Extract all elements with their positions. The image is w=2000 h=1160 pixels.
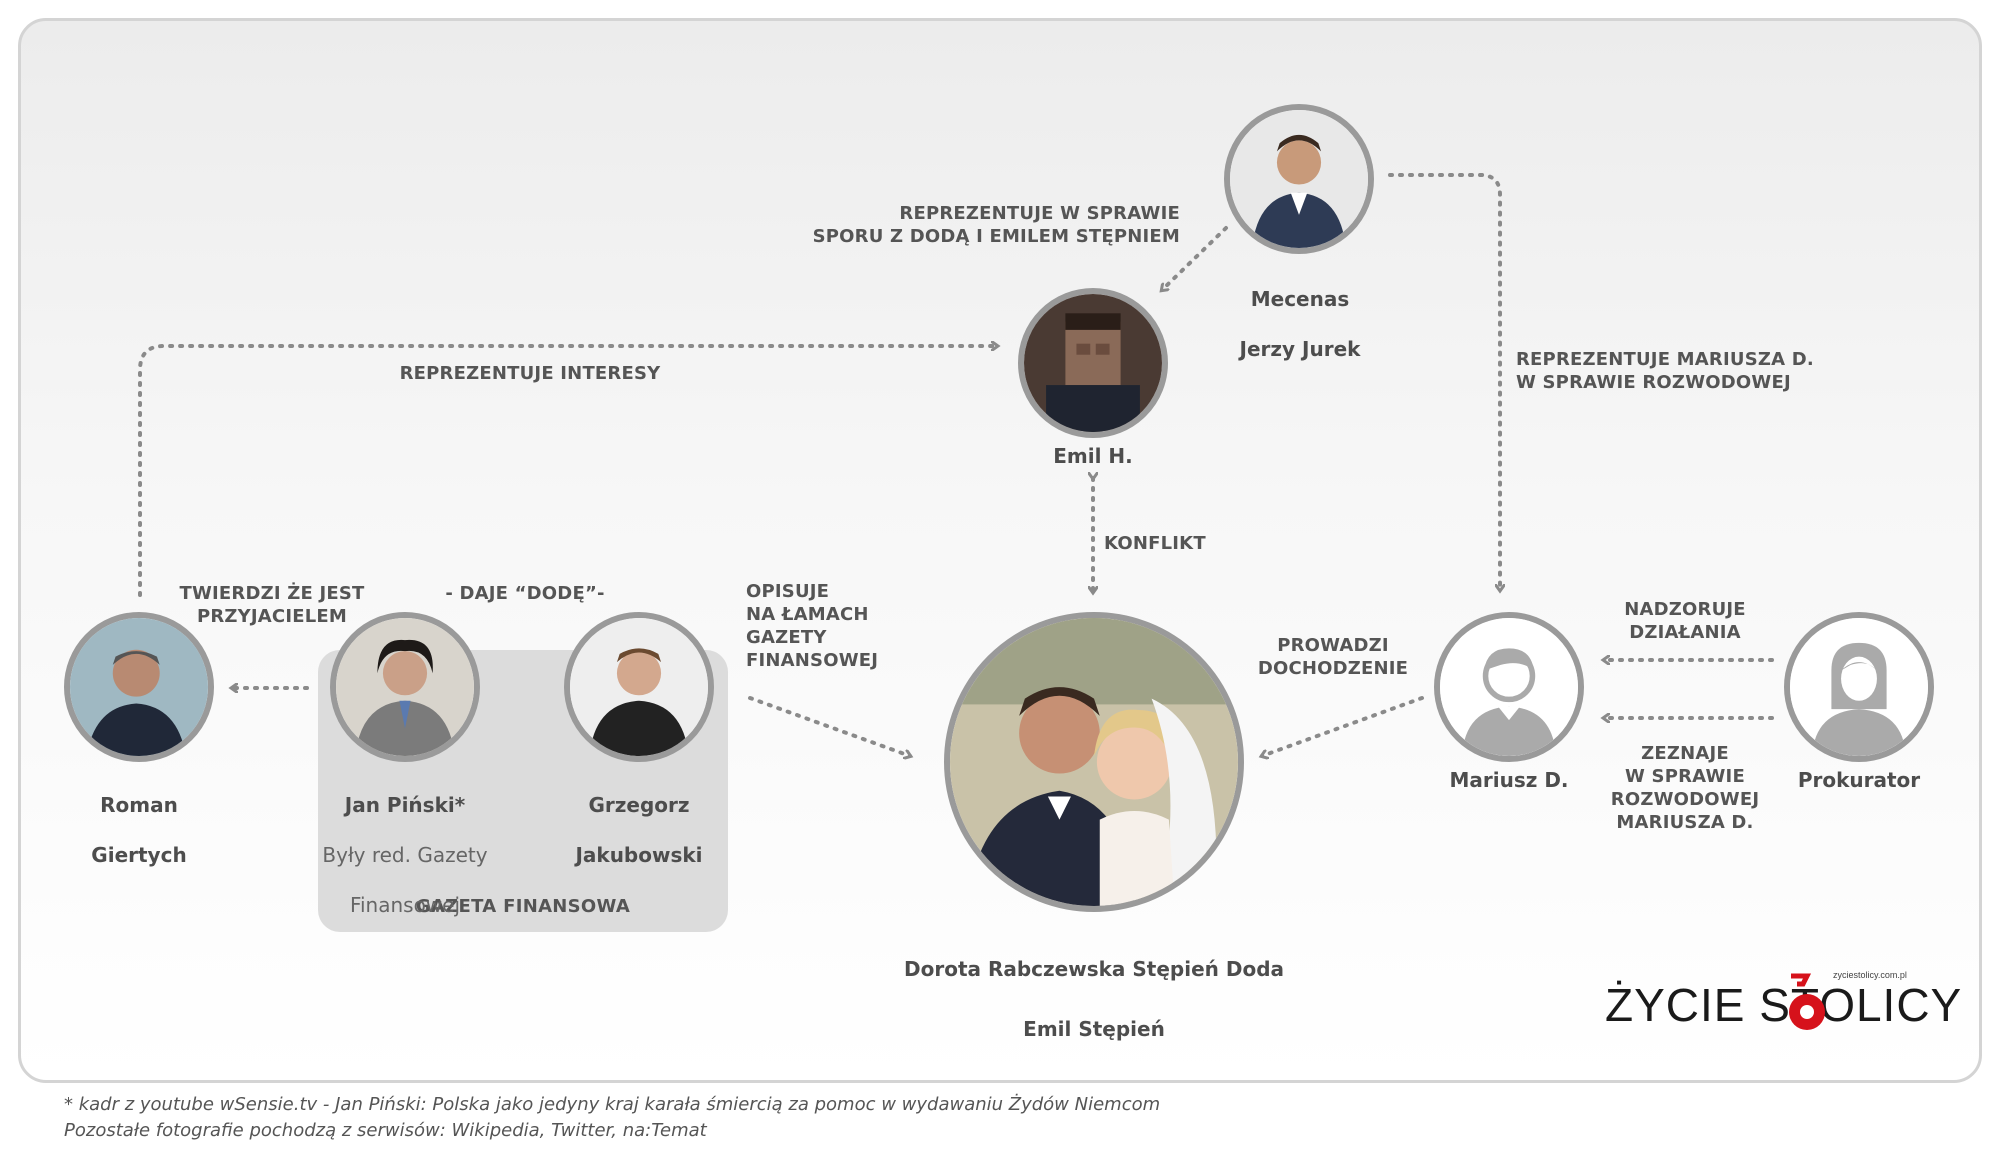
name-line: Mecenas (1250, 287, 1350, 311)
name-emil-h: Emil H. (1053, 444, 1133, 468)
avatar-emil-h (1018, 288, 1168, 438)
logo-url: zyciestolicy.com.pl (1833, 970, 1907, 980)
zycie-stolicy-logo: ŻYCIE STOLICY zyciestolicy.com.pl (1605, 970, 1961, 1040)
label-reprezentuje-w-sprawie: REPREZENTUJE W SPRAWIE SPORU Z DODĄ I EM… (812, 203, 1180, 247)
name-roman-giertych: Roman Giertych (39, 768, 239, 893)
label-reprezentuje-mariusza: REPREZENTUJE MARIUSZA D. W SPRAWIE ROZWO… (1516, 349, 1814, 393)
name-couple: Dorota Rabczewska Stępień Doda Emil Stęp… (874, 924, 1314, 1074)
label-nadzoruje: NADZORUJE DZIAŁANIA (1624, 599, 1746, 643)
label-reprezentuje-interesy: REPREZENTUJE INTERESY (399, 363, 661, 384)
avatar-roman-giertych (64, 612, 214, 762)
name-mariusz-d: Mariusz D. (1449, 768, 1569, 792)
name-grzegorz-jakubowski: Grzegorz Jakubowski (539, 768, 739, 893)
name-line: Jakubowski (575, 843, 703, 867)
label-zeznaje: ZEZNAJE W SPRAWIE ROZWODOWEJ MARIUSZA D. (1610, 743, 1760, 833)
name-line: Dorota Rabczewska Stępień Doda (904, 957, 1284, 981)
label-konflikt: KONFLIKT (1104, 533, 1206, 554)
avatar-jerzy-jurek (1224, 104, 1374, 254)
name-jan-pinski: Jan Piński* Były red. Gazety Finansowej (300, 768, 510, 943)
role-line: Finansowej (349, 893, 461, 917)
footer-note-2: Pozostałe fotografie pochodzą z serwisów… (64, 1120, 707, 1141)
avatar-jan-pinski (330, 612, 480, 762)
avatar-couple-doda-stepien (944, 612, 1244, 912)
label-twierdzi: TWIERDZI ŻE JEST PRZYJACIELEM (179, 583, 365, 627)
footer-note-1: * kadr z youtube wSensie.tv - Jan Piński… (64, 1094, 1161, 1115)
name-line: Emil Stępień (1023, 1017, 1165, 1041)
avatar-mariusz-d (1434, 612, 1584, 762)
logo-text: ŻYCIE STOLICY (1605, 979, 1963, 1031)
name-jerzy-jurek: Mecenas Jerzy Jurek (1180, 262, 1420, 387)
role-line: Były red. Gazety (322, 843, 488, 867)
name-line: Roman (100, 793, 178, 817)
avatar-grzegorz-jakubowski (564, 612, 714, 762)
name-line: Jerzy Jurek (1239, 337, 1361, 361)
label-opisuje: OPISUJE NA ŁAMACH GAZETY FINANSOWEJ (746, 581, 879, 671)
avatar-prokurator (1784, 612, 1934, 762)
name-line: Jan Piński* (344, 793, 466, 817)
name-line: Grzegorz (588, 793, 690, 817)
label-prowadzi-dochodzenie: PROWADZI DOCHODZENIE (1257, 635, 1409, 679)
group-label: GAZETA FINANSOWA (415, 896, 631, 917)
name-line: Giertych (91, 843, 187, 867)
label-daje-dode: - DAJE “DODĘ”- (445, 583, 605, 604)
name-prokurator: Prokurator (1797, 768, 1921, 792)
logo-mark-icon (1789, 973, 1825, 1030)
